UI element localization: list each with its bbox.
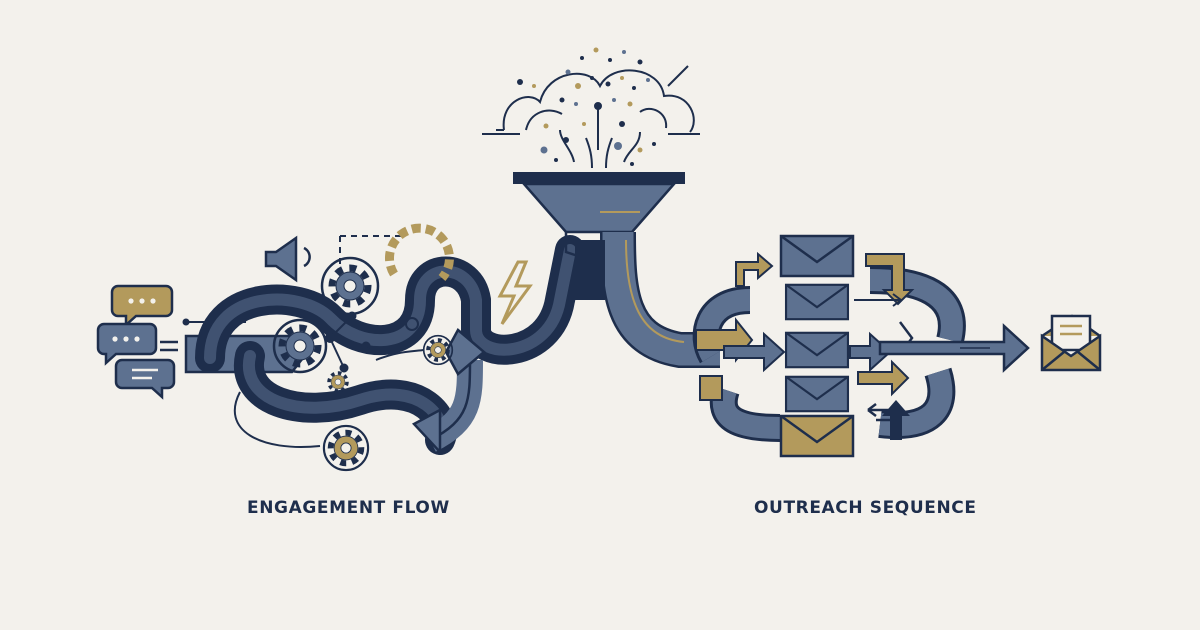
arrow-icon — [444, 328, 486, 376]
outreach-sequence-group — [692, 234, 1102, 458]
gear-icon — [385, 223, 454, 281]
arrow-icon — [865, 253, 915, 306]
speech-bubble-icon — [96, 322, 158, 366]
arrow-icon — [878, 323, 1030, 373]
lightning-icon — [497, 260, 533, 325]
gear-icon — [327, 371, 349, 393]
arrow-icon — [723, 331, 786, 373]
outreach-sequence-label: OUTREACH SEQUENCE — [754, 498, 977, 518]
arrow-icon — [411, 407, 442, 456]
envelope-icon — [784, 375, 850, 413]
node-graph — [325, 311, 425, 373]
envelope-icon — [784, 331, 850, 369]
speech-bubble-icon — [110, 284, 174, 328]
gear-icon — [320, 256, 380, 316]
speech-bubble-icon — [114, 358, 176, 400]
engagement-flow-label: ENGAGEMENT FLOW — [247, 498, 450, 518]
envelope-icon — [779, 234, 855, 278]
funnel-icon — [513, 172, 685, 184]
cloud-icon — [502, 69, 695, 133]
funnel-group — [482, 47, 720, 368]
envelope-icon — [779, 414, 855, 458]
arrow-icon — [882, 400, 910, 440]
gear-icon — [272, 318, 328, 374]
envelope-icon — [784, 283, 850, 321]
speaker-icon — [264, 235, 311, 283]
gear-icon — [322, 424, 370, 472]
arrow-icon — [735, 251, 774, 287]
engagement-flow-group — [96, 223, 585, 472]
open-envelope-icon — [1040, 314, 1102, 372]
data-dots — [517, 47, 656, 166]
gear-icon — [422, 334, 454, 366]
arrow-icon — [857, 359, 910, 397]
